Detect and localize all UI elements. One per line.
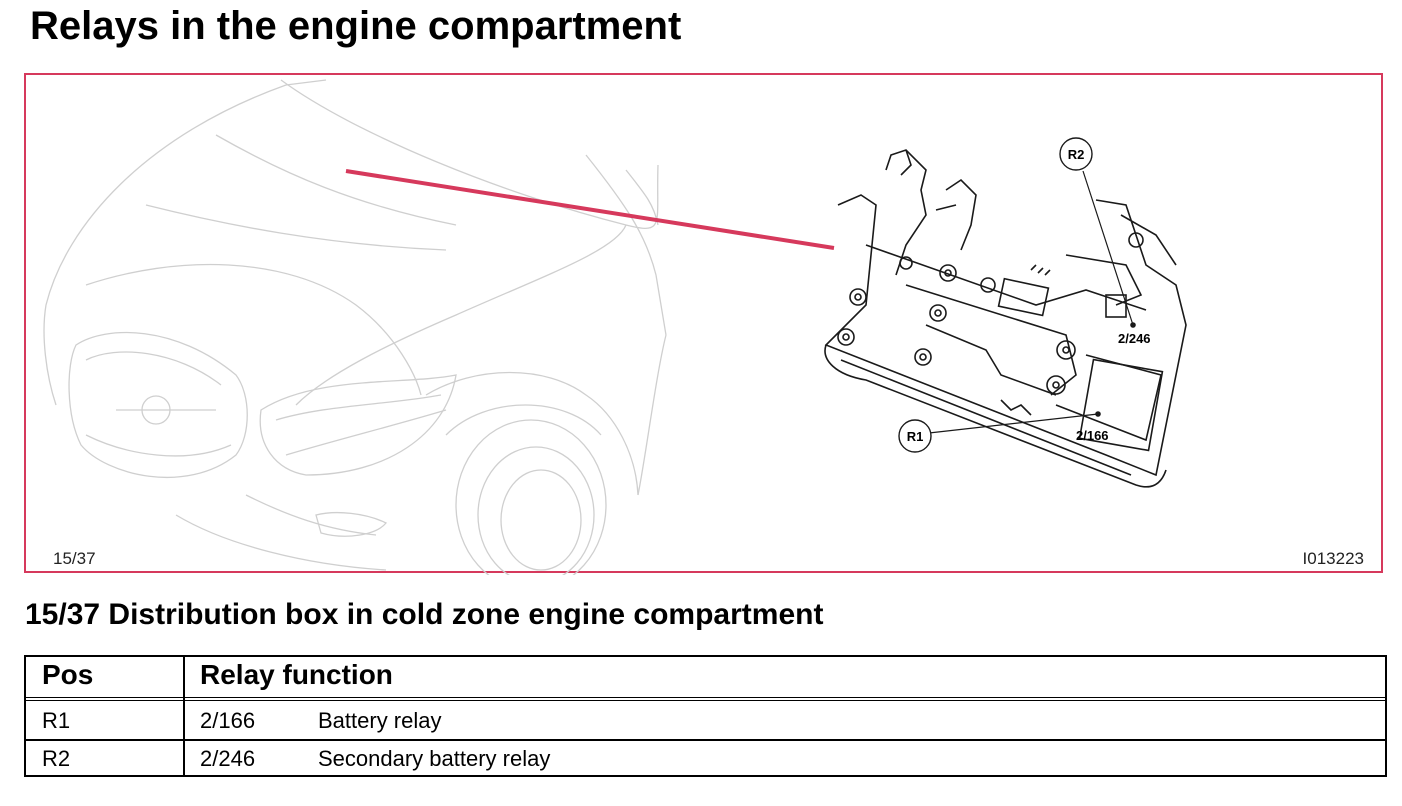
engine-compartment-figure: R2 R1 2/246 2/166 15/37 I013223 — [24, 73, 1383, 575]
table-row: R1 2/166 Battery relay — [26, 703, 1385, 741]
relay-code-r1: 2/166 — [1076, 428, 1109, 443]
figure-image-id: I013223 — [1302, 549, 1364, 568]
table-row: R2 2/246 Secondary battery relay — [26, 741, 1385, 775]
row-description: Battery relay — [318, 708, 442, 733]
callout-r1: R1 — [898, 419, 932, 453]
row-description: Secondary battery relay — [318, 746, 551, 771]
figure-illustration: R2 R1 2/246 2/166 — [43, 79, 1187, 575]
figure-number: 15/37 — [53, 549, 96, 568]
svg-text:R2: R2 — [1068, 147, 1085, 162]
row-pos: R1 — [42, 708, 71, 733]
header-pos: Pos — [42, 659, 94, 690]
distribution-box-drawing — [824, 149, 1187, 488]
car-outline — [43, 79, 667, 575]
callout-r2: R2 — [1059, 137, 1093, 171]
table-header-row: Pos Relay function — [26, 657, 1385, 701]
callout-leaders — [928, 170, 1136, 434]
relay-code-r2: 2/246 — [1118, 331, 1151, 346]
row-code: 2/166 — [200, 708, 256, 733]
row-code: 2/246 — [200, 746, 256, 771]
figure-caption: 15/37 Distribution box in cold zone engi… — [25, 598, 824, 631]
pointer-line — [345, 169, 835, 250]
column-divider — [183, 657, 185, 775]
relay-table: Pos Relay function R1 2/166 Battery rela… — [24, 655, 1387, 777]
header-relay-function: Relay function — [200, 659, 393, 690]
row-pos: R2 — [42, 746, 71, 771]
svg-text:R1: R1 — [907, 429, 924, 444]
page-title: Relays in the engine compartment — [30, 4, 682, 48]
